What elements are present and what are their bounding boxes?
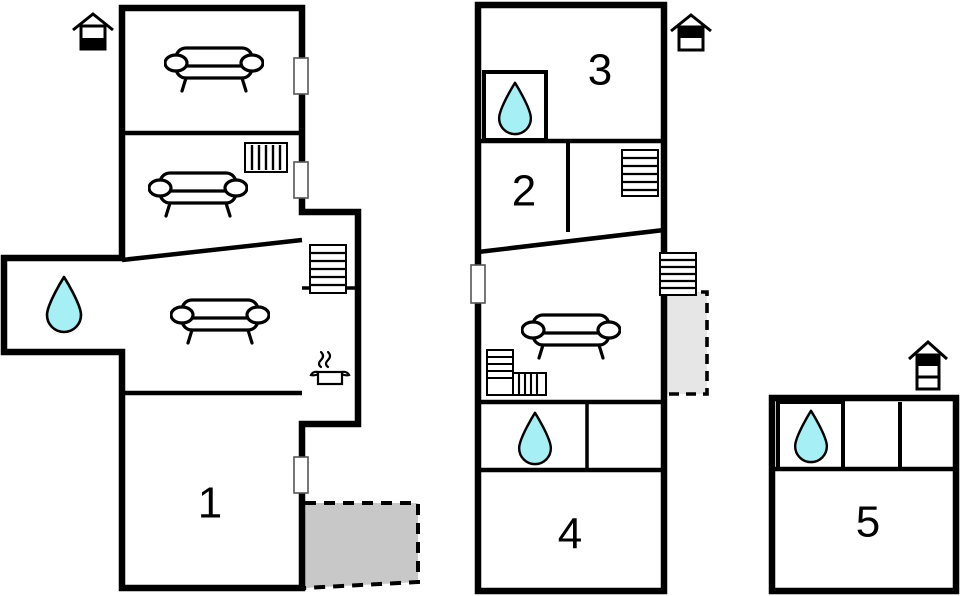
window-west[interactable] — [470, 264, 486, 304]
outer-wall-right — [768, 394, 960, 595]
window-east-lower[interactable] — [293, 456, 309, 494]
plan-middle: 3 2 4 — [470, 1, 713, 595]
room-label-4: 4 — [558, 510, 582, 559]
plan-left: 1 — [0, 4, 420, 592]
room-label-3: 3 — [588, 46, 612, 95]
stairs-vertical-icon — [244, 142, 288, 173]
balcony-area — [667, 290, 709, 396]
room-label-5: 5 — [856, 498, 880, 547]
window-east-middle[interactable] — [293, 161, 309, 199]
room-label-2: 2 — [512, 167, 536, 216]
stairs-upper-middle-icon — [621, 149, 659, 197]
room-fills — [4, 8, 360, 588]
house-level-lower-icon — [71, 12, 115, 51]
stairs-horizontal-icon — [309, 244, 347, 294]
stairs-l-shaped-icon — [486, 349, 547, 396]
terrace-area — [304, 501, 420, 590]
outer-walls — [0, 4, 362, 592]
room-label-1: 1 — [198, 479, 222, 528]
house-level-upper-icon — [669, 13, 713, 52]
wall-openings — [293, 57, 309, 494]
plan-right: 5 — [768, 340, 960, 595]
stairs-east-middle-icon — [659, 252, 697, 296]
window-east-upper[interactable] — [293, 57, 309, 95]
house-level-attic-icon — [907, 340, 949, 391]
